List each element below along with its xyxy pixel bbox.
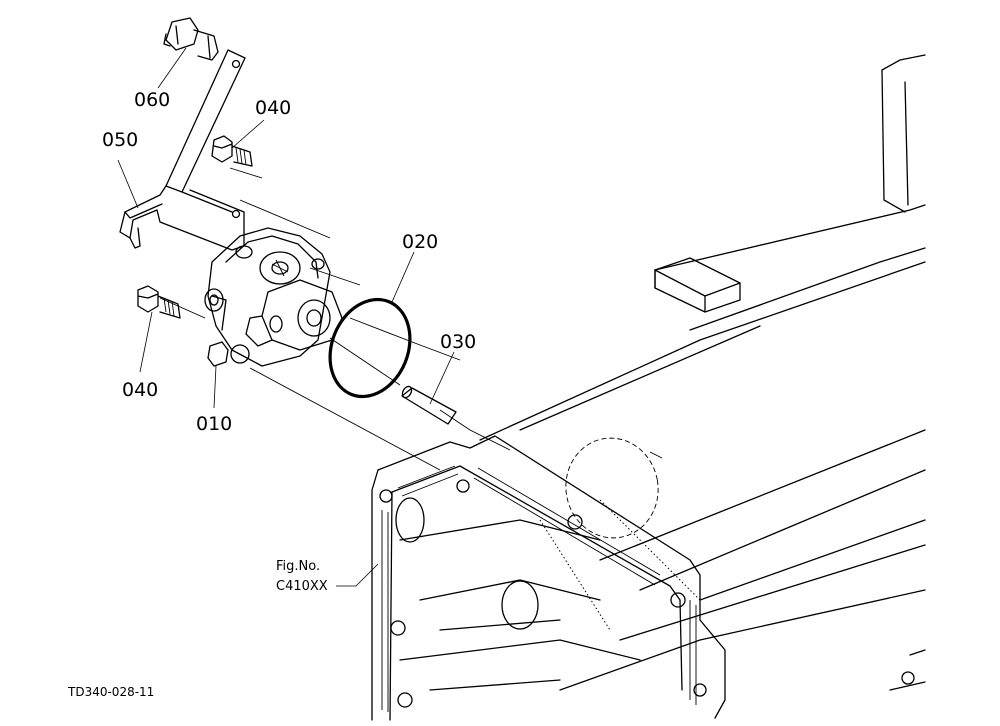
drawing-code: TD340-028-11 [67,685,154,699]
callout-050: 050 [102,129,138,151]
part-030-pin [401,385,457,425]
figure-number-label: Fig.No. [276,559,320,574]
callout-020: 020 [402,231,438,253]
assembly-axis-lines [159,167,511,471]
part-040-bolt-bottom [137,285,181,319]
transmission-housing [371,54,926,721]
callout-030: 030 [440,331,476,353]
callout-040-bottom: 040 [122,379,158,401]
part-050-bracket [119,49,246,251]
part-020-o-ring [328,297,412,399]
part-010-pump-assembly [204,227,343,367]
part-060-clip [163,17,219,61]
callout-040-top: 040 [255,97,291,119]
figure-number-value: C410XX [276,579,328,594]
callout-060: 060 [134,89,170,111]
part-040-bolt-top [211,135,253,167]
callout-010: 010 [196,413,232,435]
callout-leaders [117,47,455,587]
